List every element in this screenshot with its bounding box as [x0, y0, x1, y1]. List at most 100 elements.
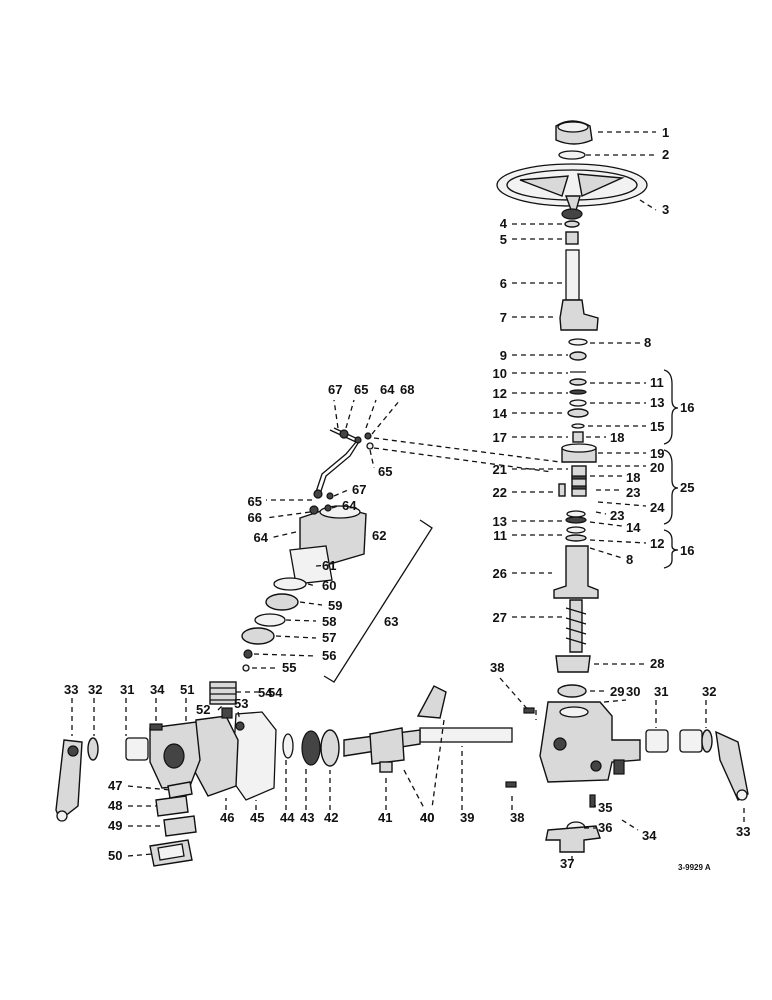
leader-line	[345, 399, 355, 429]
callout-label: 32	[702, 684, 716, 699]
leader-line	[269, 531, 297, 539]
callout-label: 48	[108, 798, 122, 813]
callout-label: 11	[493, 528, 507, 543]
callout-label: 12	[493, 386, 507, 401]
callout-label: 2	[662, 147, 669, 162]
callout-label: 52	[196, 702, 210, 717]
part-steering-shaft	[565, 249, 580, 301]
callout-label: 24	[650, 500, 665, 515]
leader-line	[621, 819, 639, 831]
callout-label: 32	[88, 682, 102, 697]
callout-label: 39	[460, 810, 474, 825]
callout-label: 49	[108, 818, 122, 833]
callout-label: 46	[220, 810, 234, 825]
callout-label: 28	[650, 656, 664, 671]
callout-label: 40	[420, 810, 434, 825]
callout-label: 67	[352, 482, 366, 497]
callout-label: 66	[248, 510, 262, 525]
callout-label: 60	[322, 578, 336, 593]
callout-label: 16	[680, 400, 694, 415]
callout-label: 25	[680, 480, 694, 495]
callout-label: 10	[493, 366, 507, 381]
leader-line	[403, 769, 425, 809]
callout-label: 50	[108, 848, 122, 863]
leader-line	[595, 511, 607, 515]
callout-label: 59	[328, 598, 342, 613]
leader-line	[331, 505, 339, 509]
leader-line	[499, 677, 531, 713]
callout-label: 65	[378, 464, 392, 479]
steering-column-parts	[496, 120, 749, 853]
callout-label: 53	[234, 696, 248, 711]
callout-label: 23	[626, 485, 640, 500]
leader-line	[333, 399, 339, 429]
leader-line	[431, 719, 445, 809]
callout-label: 64	[254, 530, 269, 545]
callout-label: 47	[108, 778, 122, 793]
callout-label: 18	[610, 430, 624, 445]
leader-line	[365, 399, 377, 429]
callout-label: 14	[626, 520, 641, 535]
leader-line	[253, 653, 317, 657]
part-nut	[564, 220, 580, 228]
part-upper-housing	[559, 299, 599, 331]
callout-label: 40	[420, 810, 434, 825]
callout-label: 34	[642, 828, 657, 843]
callout-label: 14	[493, 406, 508, 421]
callout-label: 19	[650, 446, 664, 461]
callout-label: 64	[342, 498, 357, 513]
callout-label: 45	[250, 810, 264, 825]
callout-label: 11	[650, 375, 664, 390]
part-sector-shaft	[419, 727, 513, 743]
callout-label: 56	[322, 648, 336, 663]
callout-label: 38	[510, 810, 524, 825]
leader-line	[285, 619, 317, 622]
callout-label: 7	[500, 310, 507, 325]
callout-label: 38	[490, 660, 504, 675]
leader-line	[589, 539, 647, 544]
callout-label: 30	[626, 684, 640, 699]
callout-label: 21	[493, 462, 507, 477]
callout-label: 31	[120, 682, 134, 697]
callout-label: 3	[662, 202, 669, 217]
callout-label: 63	[384, 614, 398, 629]
sector-shaft-parts	[282, 685, 513, 773]
callout-label: 16	[680, 543, 694, 558]
assembly-lines	[373, 437, 561, 720]
callout-label: 29	[610, 684, 624, 699]
leader-line	[639, 199, 657, 211]
leader-line	[333, 489, 349, 497]
callout-label: 65	[354, 382, 368, 397]
callout-label: 8	[644, 335, 651, 350]
callout-label: 33	[64, 682, 78, 697]
callout-label: 1	[662, 125, 669, 140]
callout-label: 15	[650, 419, 664, 434]
leader-line	[315, 564, 331, 567]
callout-label: 12	[650, 536, 664, 551]
leader-line	[217, 705, 223, 711]
leader-line	[589, 547, 623, 559]
drawing-code: 3-9929 A	[678, 863, 711, 872]
callout-label: 61	[322, 558, 336, 573]
callout-label: 17	[493, 430, 507, 445]
callout-label: 20	[650, 460, 664, 475]
callout-label: 67	[328, 382, 342, 397]
callout-label: 33	[736, 824, 750, 839]
callout-label: 13	[650, 395, 664, 410]
part-worm-shaft	[569, 599, 583, 653]
part-hydraulic-line	[315, 429, 358, 493]
bracket-63	[323, 519, 433, 683]
callout-label: 54	[258, 685, 273, 700]
callout-label: 62	[372, 528, 386, 543]
leader-line	[127, 853, 153, 857]
leader-line	[127, 785, 171, 791]
part-column-tube	[553, 545, 599, 599]
callout-label: 18	[626, 470, 640, 485]
callout-label: 44	[280, 810, 295, 825]
part-gear-housing	[539, 701, 641, 783]
callout-label: 9	[500, 348, 507, 363]
callout-label: 31	[654, 684, 668, 699]
callout-label: 5	[500, 232, 507, 247]
